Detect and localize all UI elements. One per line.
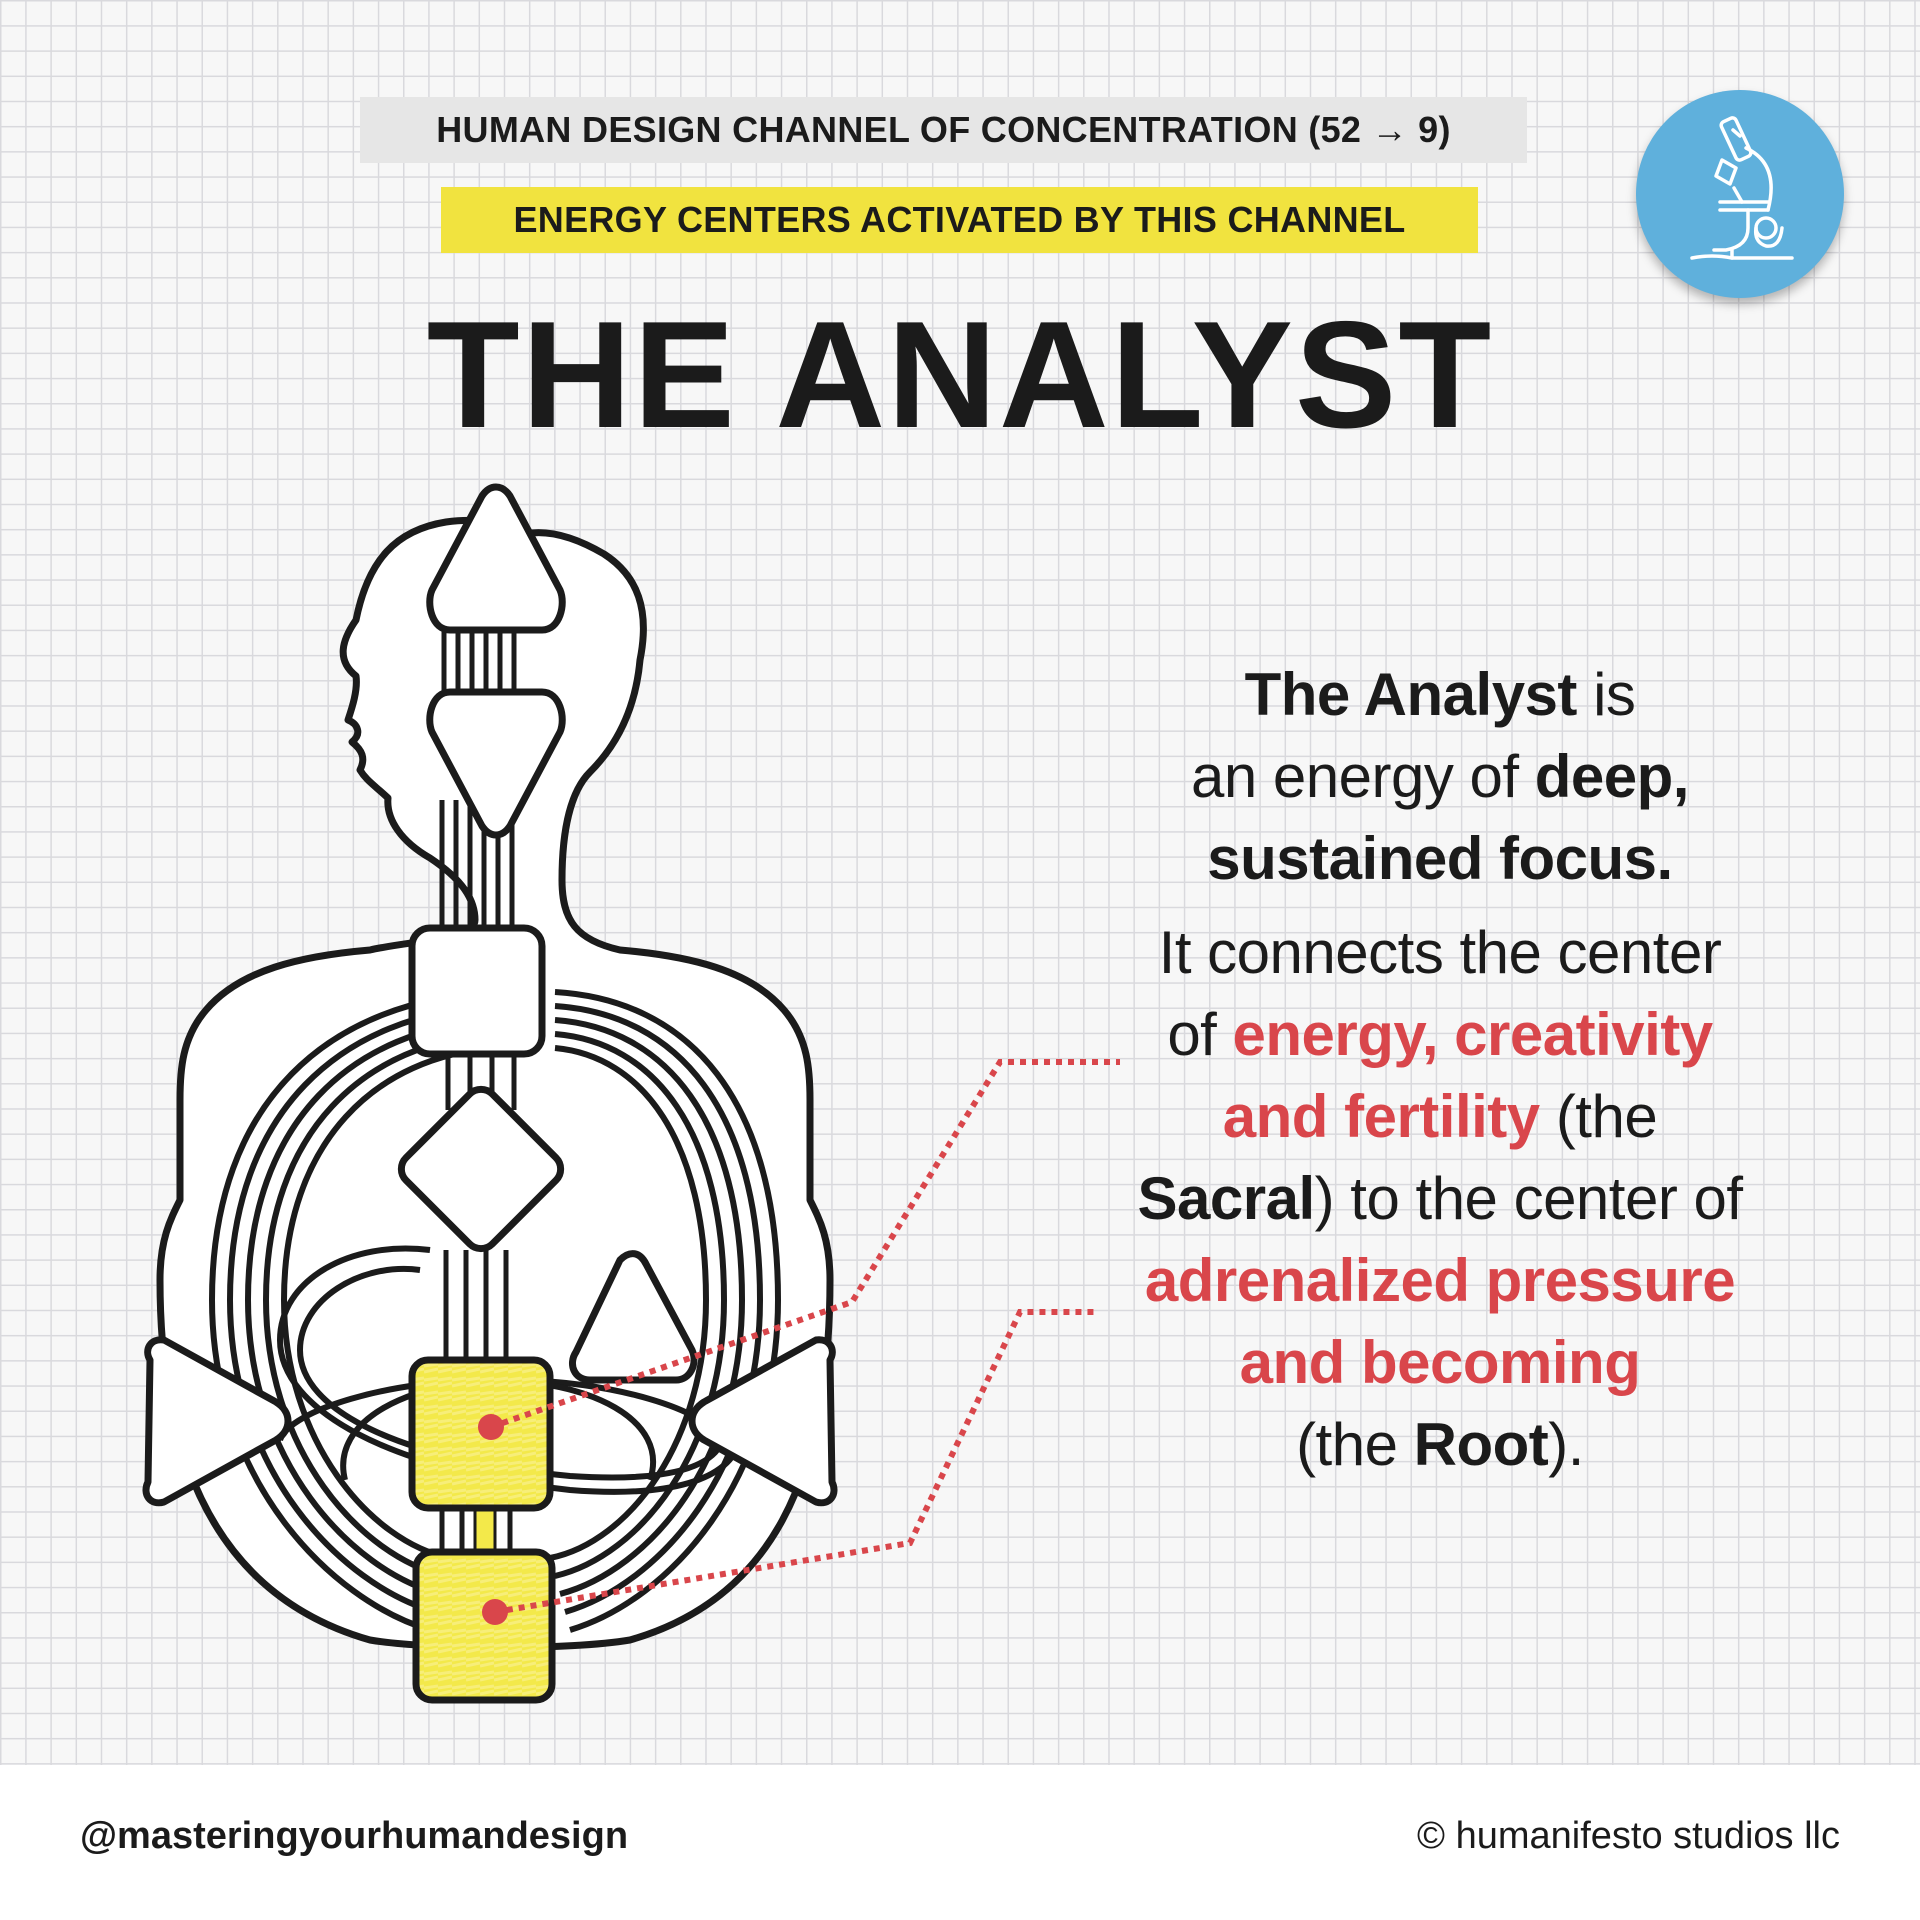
desc-text: an energy of [1191, 743, 1535, 810]
root-center [412, 1548, 556, 1704]
desc-text: is [1576, 661, 1636, 728]
description: The Analyst is an energy of deep, sustaine… [1060, 654, 1820, 1486]
footer-band [0, 1765, 1920, 1920]
desc-text: ). [1548, 1411, 1584, 1478]
sacral-description: and fertility [1222, 1083, 1540, 1150]
desc-emphasis: sustained focus. [1207, 825, 1673, 892]
channel-name: The Analyst [1244, 661, 1578, 728]
sacral-label: Sacral [1137, 1165, 1315, 1232]
head-center [426, 483, 566, 634]
microscope-icon [1690, 116, 1794, 260]
centers-tag: ENERGY CENTERS ACTIVATED BY THIS CHANNEL [441, 187, 1478, 253]
instagram-handle: @masteringyourhumandesign [80, 1815, 629, 1857]
root-label: Root [1413, 1411, 1549, 1478]
copyright: © humanifesto studios llc [1417, 1815, 1840, 1857]
description-detail: It connects the center of energy, creativ… [1060, 912, 1820, 1486]
root-marker [482, 1599, 508, 1625]
root-description: and becoming [1239, 1329, 1641, 1396]
desc-text: (the [1539, 1083, 1658, 1150]
microscope-badge [1636, 90, 1844, 298]
description-summary: The Analyst is an energy of deep, sustaine… [1060, 654, 1820, 900]
throat-center [408, 924, 546, 1058]
bodygraph-diagram [142, 483, 838, 1704]
desc-text: It connects the center [1158, 919, 1722, 986]
desc-text: of [1167, 1001, 1233, 1068]
sacral-description: energy, creativity [1232, 1001, 1714, 1068]
desc-emphasis: deep, [1534, 743, 1690, 810]
root-description: adrenalized pressure [1144, 1247, 1736, 1314]
ajna-center [426, 688, 566, 839]
desc-text: ) to the center of [1314, 1165, 1743, 1232]
sacral-marker [478, 1414, 504, 1440]
channel-tag: HUMAN DESIGN CHANNEL OF CONCENTRATION (5… [360, 97, 1527, 163]
desc-text: (the [1296, 1411, 1414, 1478]
spleen-center [142, 1336, 292, 1507]
page-title: THE ANALYST [426, 290, 1494, 460]
